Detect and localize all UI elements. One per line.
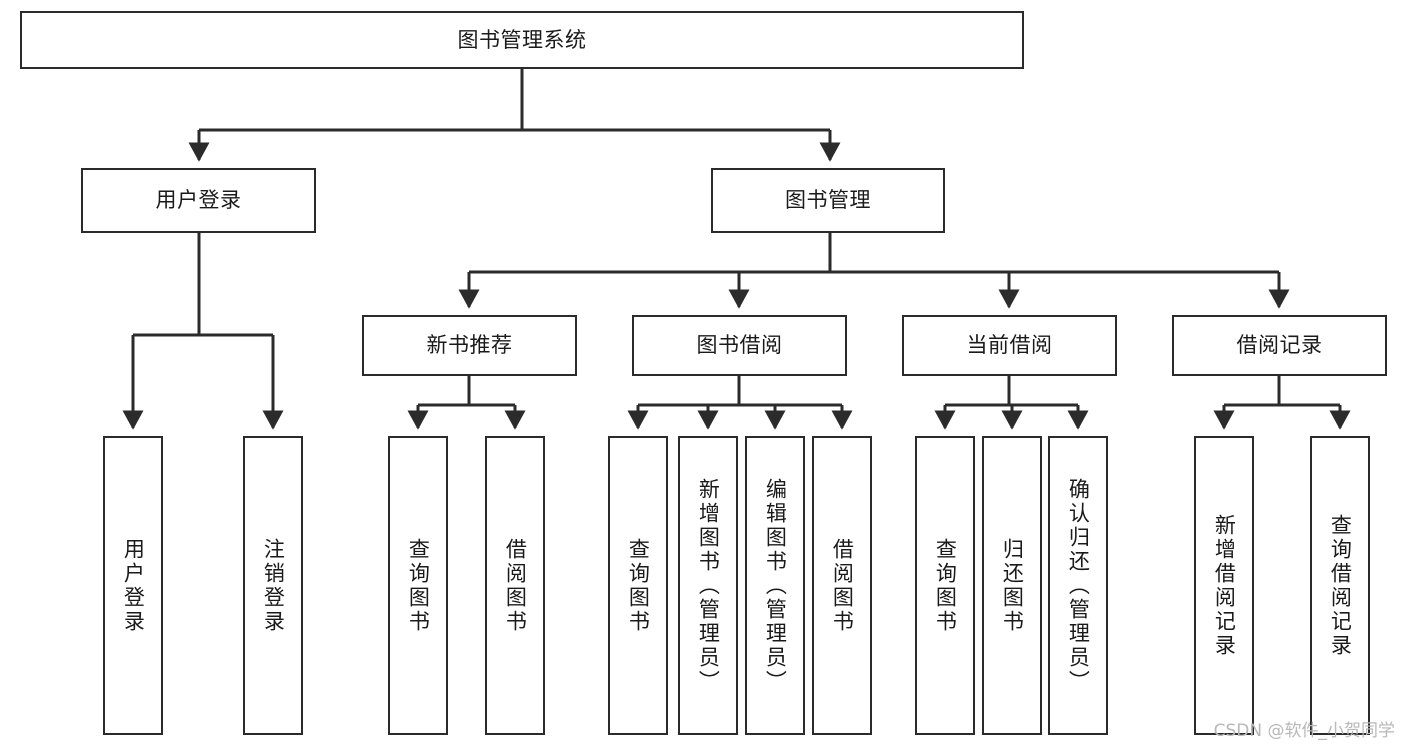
node-leaf-query-record[interactable]: 查询借阅记录 (1310, 436, 1370, 735)
node-leaf-add-book[interactable]: 新增图书（管理员） (678, 436, 738, 735)
node-book-manage-label: 图书管理 (785, 188, 871, 213)
node-root[interactable]: 图书管理系统 (20, 11, 1024, 69)
node-leaf-query-book-1-label: 查询图书 (406, 537, 431, 634)
node-current-borrow-label: 当前借阅 (966, 333, 1053, 358)
node-leaf-add-book-label: 新增图书（管理员） (696, 477, 721, 694)
node-leaf-confirm-return-label: 确认归还（管理员） (1066, 477, 1091, 694)
node-leaf-add-record[interactable]: 新增借阅记录 (1194, 436, 1254, 735)
node-root-label: 图书管理系统 (457, 27, 587, 52)
node-leaf-edit-book-label: 编辑图书（管理员） (763, 477, 788, 694)
node-book-manage[interactable]: 图书管理 (711, 168, 945, 233)
node-leaf-borrow-book-2-label: 借阅图书 (830, 537, 855, 634)
node-current-borrow[interactable]: 当前借阅 (902, 315, 1117, 376)
node-leaf-query-record-label: 查询借阅记录 (1328, 513, 1353, 658)
node-leaf-user-login[interactable]: 用户登录 (103, 436, 163, 735)
node-leaf-logout-label: 注销登录 (261, 537, 286, 634)
node-book-borrow-label: 图书借阅 (696, 333, 783, 358)
node-book-borrow[interactable]: 图书借阅 (632, 315, 847, 376)
node-leaf-logout[interactable]: 注销登录 (243, 436, 303, 735)
node-leaf-borrow-book-2[interactable]: 借阅图书 (812, 436, 872, 735)
node-leaf-borrow-book-1-label: 借阅图书 (503, 537, 528, 634)
node-leaf-return-book[interactable]: 归还图书 (982, 436, 1042, 735)
node-leaf-add-record-label: 新增借阅记录 (1212, 513, 1237, 658)
node-leaf-query-book-1[interactable]: 查询图书 (388, 436, 448, 735)
watermark: CSDN @软件_小贺同学 (1213, 721, 1395, 741)
node-leaf-return-book-label: 归还图书 (1000, 537, 1025, 634)
node-user-login[interactable]: 用户登录 (81, 168, 316, 233)
node-leaf-query-book-2[interactable]: 查询图书 (608, 436, 668, 735)
node-user-login-label: 用户登录 (155, 188, 242, 213)
node-borrow-record-label: 借阅记录 (1236, 333, 1323, 358)
node-leaf-query-book-2-label: 查询图书 (626, 537, 651, 634)
node-leaf-borrow-book-1[interactable]: 借阅图书 (485, 436, 545, 735)
node-borrow-record[interactable]: 借阅记录 (1172, 315, 1387, 376)
node-leaf-user-login-label: 用户登录 (121, 537, 146, 634)
node-leaf-edit-book[interactable]: 编辑图书（管理员） (745, 436, 805, 735)
node-leaf-query-book-3[interactable]: 查询图书 (915, 436, 975, 735)
node-leaf-query-book-3-label: 查询图书 (933, 537, 958, 634)
node-leaf-confirm-return[interactable]: 确认归还（管理员） (1048, 436, 1108, 735)
node-new-book-recommend[interactable]: 新书推荐 (362, 315, 577, 376)
node-new-book-recommend-label: 新书推荐 (426, 333, 513, 358)
